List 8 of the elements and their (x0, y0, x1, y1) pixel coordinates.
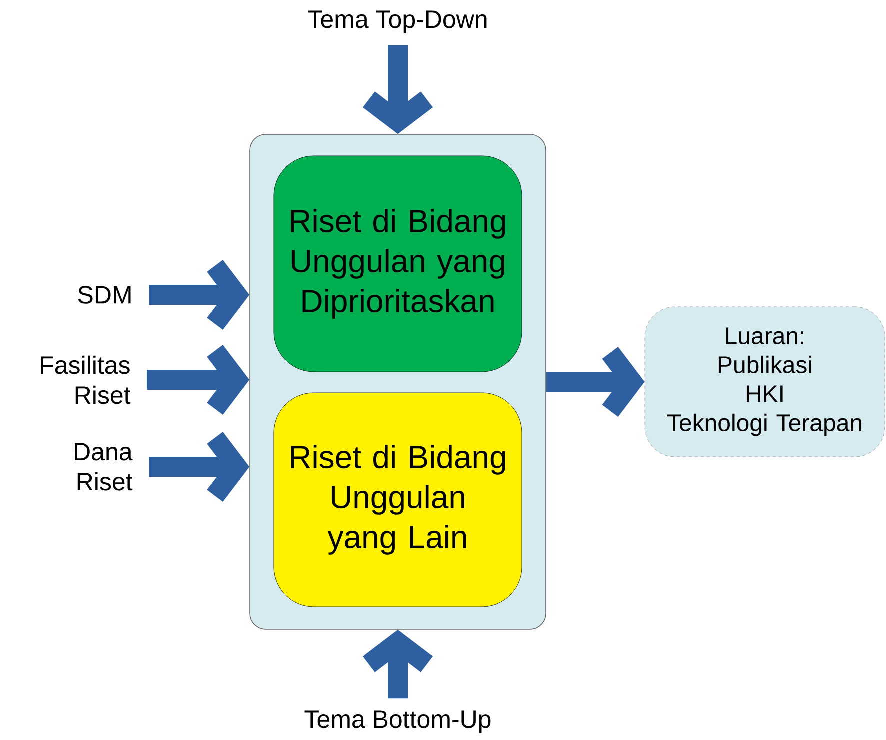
input-label: Dana Riset (75, 443, 133, 491)
input-label: Tema Top-Down (308, 10, 487, 34)
input-label: Fasilitas Riset (41, 356, 131, 404)
output-box: Luaran: Publikasi HKI Teknologi Terapan (644, 306, 886, 458)
research-box: Riset di Bidang Unggulan yang Diprioritaskan (274, 156, 522, 372)
input-label: SDM (78, 286, 131, 304)
input-label: Tema Bottom-Up (304, 710, 491, 734)
research-box: Riset di Bidang Unggulan yang Lain (274, 392, 522, 608)
